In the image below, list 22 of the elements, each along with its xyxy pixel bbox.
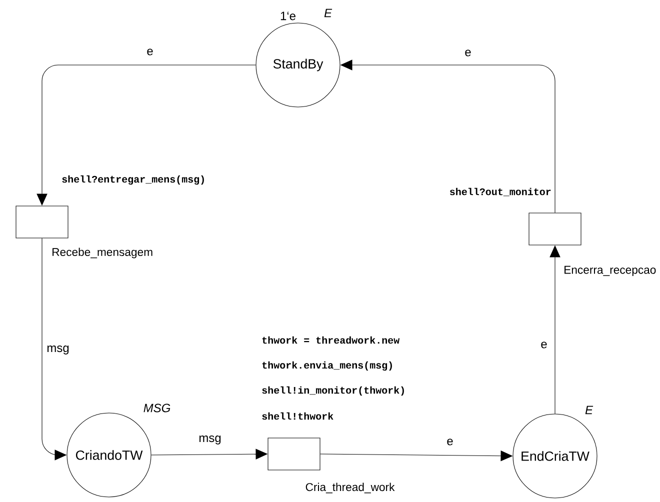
code-label: shell?out_monitor [450,188,551,196]
arc-label: msg [45,344,71,356]
code-label: shell!thwork [262,412,334,420]
transition-label: Encerra_recepcao [564,266,656,276]
arc-label: e [145,47,155,57]
color-set-label: E [324,8,332,18]
marking-label: 1‘e [280,12,296,20]
transition-box [528,212,582,246]
color-set-label: MSG [144,404,170,412]
transition-box [268,438,320,470]
arc-label: e [539,340,549,350]
transition-label: Cria_thread_work [306,482,395,494]
arc-label: msg [197,434,223,446]
arc-label: e [463,48,473,58]
code-label: thwork = threadwork.new [262,336,400,344]
code-label: thwork.envia_mens(msg) [262,361,392,371]
color-set-label: E [585,406,594,414]
transition-label: Recebe_mensagem [52,248,152,258]
code-label: shell!in_monitor(thwork) [262,386,404,396]
transition-box [16,206,68,238]
arc-label: e [445,437,455,447]
code-label: shell?entregar_mens(msg) [62,175,204,185]
